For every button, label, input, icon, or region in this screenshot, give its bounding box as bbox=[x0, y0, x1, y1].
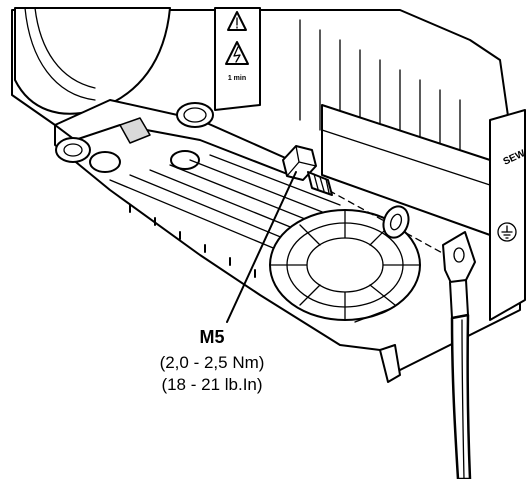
left-plug bbox=[89, 151, 121, 173]
ground-symbol-icon bbox=[497, 222, 517, 242]
ground-cable-highlight bbox=[461, 319, 465, 479]
left-cover-edge bbox=[24, 7, 96, 101]
warning-time-text: 1 min bbox=[228, 75, 246, 82]
fan-grille bbox=[269, 209, 421, 321]
left-screw-terminal bbox=[55, 137, 91, 163]
ground-cable bbox=[450, 313, 472, 479]
center-plug bbox=[170, 150, 200, 170]
torque-lbin-label: (18 - 21 lb.In) bbox=[161, 375, 263, 394]
leader-line bbox=[226, 171, 297, 323]
torque-nm-label: (2,0 - 2,5 Nm) bbox=[159, 353, 265, 372]
right-housing bbox=[489, 109, 526, 321]
warning-triangle-icon bbox=[227, 11, 247, 31]
screw-size-label: M5 bbox=[199, 327, 225, 347]
hex-bolt bbox=[282, 145, 333, 196]
left-cover-edge-2 bbox=[34, 7, 96, 89]
cable-lug bbox=[442, 231, 476, 319]
latch bbox=[119, 117, 151, 144]
center-screw-terminal bbox=[176, 102, 214, 128]
electric-hazard-icon bbox=[225, 41, 249, 65]
housing-foot bbox=[379, 344, 401, 383]
floor-ribs bbox=[109, 154, 341, 256]
spring-washer bbox=[382, 205, 410, 239]
edge-marking bbox=[354, 307, 393, 323]
guide-line bbox=[309, 179, 456, 261]
